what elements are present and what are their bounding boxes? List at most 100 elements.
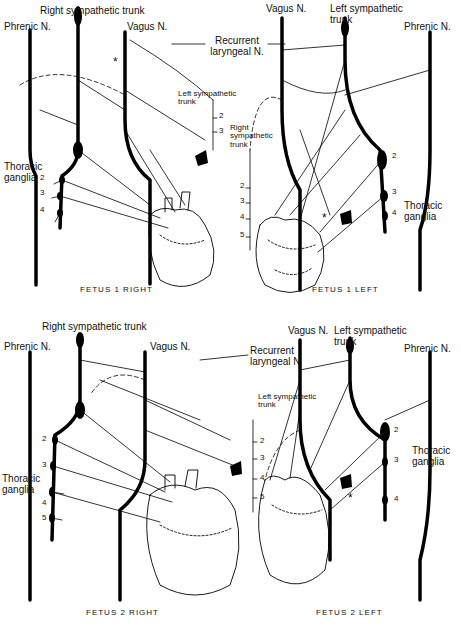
ganglion-number: 3 [392, 188, 396, 196]
ganglion-number: 4 [42, 499, 46, 507]
nerve-branch [60, 196, 168, 228]
main-nerve [350, 338, 385, 520]
nerve-label: Thoracic ganglia [412, 446, 460, 467]
nerve-label: Left sympathetic trunk [258, 393, 320, 410]
panel-caption: FETUS 2 LEFT [316, 609, 383, 617]
ganglion [382, 211, 388, 221]
ganglion-number: 4 [260, 474, 264, 482]
nerve-label: Thoracic ganglia [4, 162, 54, 183]
ganglion-number: 4 [394, 495, 398, 503]
nerve-label: Recurrent laryngeal N [250, 346, 326, 367]
ganglion-number: 2 [219, 112, 223, 120]
nerve-branch [40, 110, 78, 125]
heart-outline [160, 235, 205, 244]
nerve-branch [145, 430, 240, 468]
ganglion-number: 2 [240, 182, 244, 190]
heart-outline [149, 192, 214, 286]
nerve-branch [275, 110, 360, 215]
nerve-label: Thoracic ganglia [404, 201, 458, 222]
asterisk-mark: * [322, 212, 327, 225]
nerve-branch [318, 196, 384, 252]
nerve-label: Phrenic N. [4, 342, 51, 353]
ganglion [382, 495, 388, 505]
nerve-branch [20, 75, 125, 95]
heart-outline [149, 208, 214, 286]
panel-caption: FETUS 1 RIGHT [80, 286, 153, 294]
nerve-label: Left sympathetic trunk [334, 326, 410, 347]
arrow-marker [195, 150, 208, 166]
heart-outline [256, 217, 324, 293]
nerve-branch [282, 80, 345, 93]
heart-outline [259, 476, 329, 584]
nerve-label: Phrenic N. [4, 22, 51, 33]
ganglion-number: 5 [42, 514, 46, 522]
main-nerve [30, 14, 150, 285]
nerve-branch [250, 97, 282, 150]
nerve-label: Right sympathetic trunk [40, 6, 145, 17]
nerve-branch [325, 432, 385, 490]
nerve-label: Vagus N. [150, 342, 190, 353]
nerve-branch [300, 360, 350, 370]
nerve-branch [62, 180, 160, 218]
nerve-branch [200, 355, 248, 360]
main-nerve [30, 337, 145, 600]
ganglion [57, 6, 83, 217]
nerve-branch [78, 150, 150, 205]
nerve-branch [385, 400, 430, 420]
nerve-label: Phrenic N. [404, 344, 451, 355]
heart-outline [256, 217, 324, 293]
arrow-marker [340, 210, 352, 225]
heart-outline [165, 470, 198, 490]
nerve-label: Recurrent laryngeal N. [204, 36, 270, 57]
heart-outline [160, 525, 232, 536]
ganglion [49, 332, 85, 523]
nerve-branch [265, 430, 300, 480]
ganglion-number: 2 [260, 437, 264, 445]
nerve-branch [145, 400, 230, 440]
ganglion-number: 4 [240, 213, 244, 221]
nerve-branch [52, 180, 62, 222]
nerve-branch [100, 380, 200, 420]
main-nerve [282, 18, 430, 290]
arrow-marker [230, 461, 242, 476]
heart-outline [272, 505, 322, 514]
ganglion-number: 5 [260, 493, 264, 501]
nerve-branch [52, 492, 64, 520]
nerve-label: Left sympathetic trunk [178, 90, 240, 107]
nerve-branch [78, 80, 125, 110]
nerve-branch [80, 410, 170, 482]
ganglion-number: 3 [260, 454, 264, 462]
ganglion-number: 3 [394, 456, 398, 464]
main-nerve [300, 338, 430, 600]
ganglion-number: 3 [240, 197, 244, 205]
ganglion-number: 4 [392, 209, 396, 217]
nerve-branch [345, 70, 430, 95]
heart-outline [259, 476, 329, 584]
nerve-branch [320, 160, 382, 232]
arrow-marker [340, 474, 352, 489]
panel-caption: FETUS 1 LEFT [312, 286, 379, 294]
ganglion-number: 2 [394, 426, 398, 434]
nerve-branch [246, 45, 430, 252]
heart-outline [165, 192, 190, 212]
asterisk-mark: * [348, 492, 353, 505]
nerve-branch [253, 420, 257, 512]
main-nerve [300, 340, 330, 560]
heart-outline [268, 240, 315, 275]
ganglion-number: 4 [40, 206, 44, 214]
ganglion-number: 3 [40, 189, 44, 197]
heart-outline [147, 470, 239, 595]
nerve-label: Right sympathetic trunk [42, 322, 147, 333]
ganglion-number: 3 [219, 127, 223, 135]
asterisk-mark: * [113, 56, 118, 69]
nerve-label: Vagus N. [127, 22, 167, 33]
ganglion [76, 332, 84, 348]
ganglion-number: 2 [392, 152, 396, 160]
nerve-branch [53, 466, 172, 502]
main-nerve [30, 30, 36, 285]
nerve-label: Vagus N. [288, 326, 328, 337]
ganglion-number: 2 [40, 174, 44, 182]
main-nerve [52, 337, 80, 540]
ganglion-number: 3 [42, 461, 46, 469]
